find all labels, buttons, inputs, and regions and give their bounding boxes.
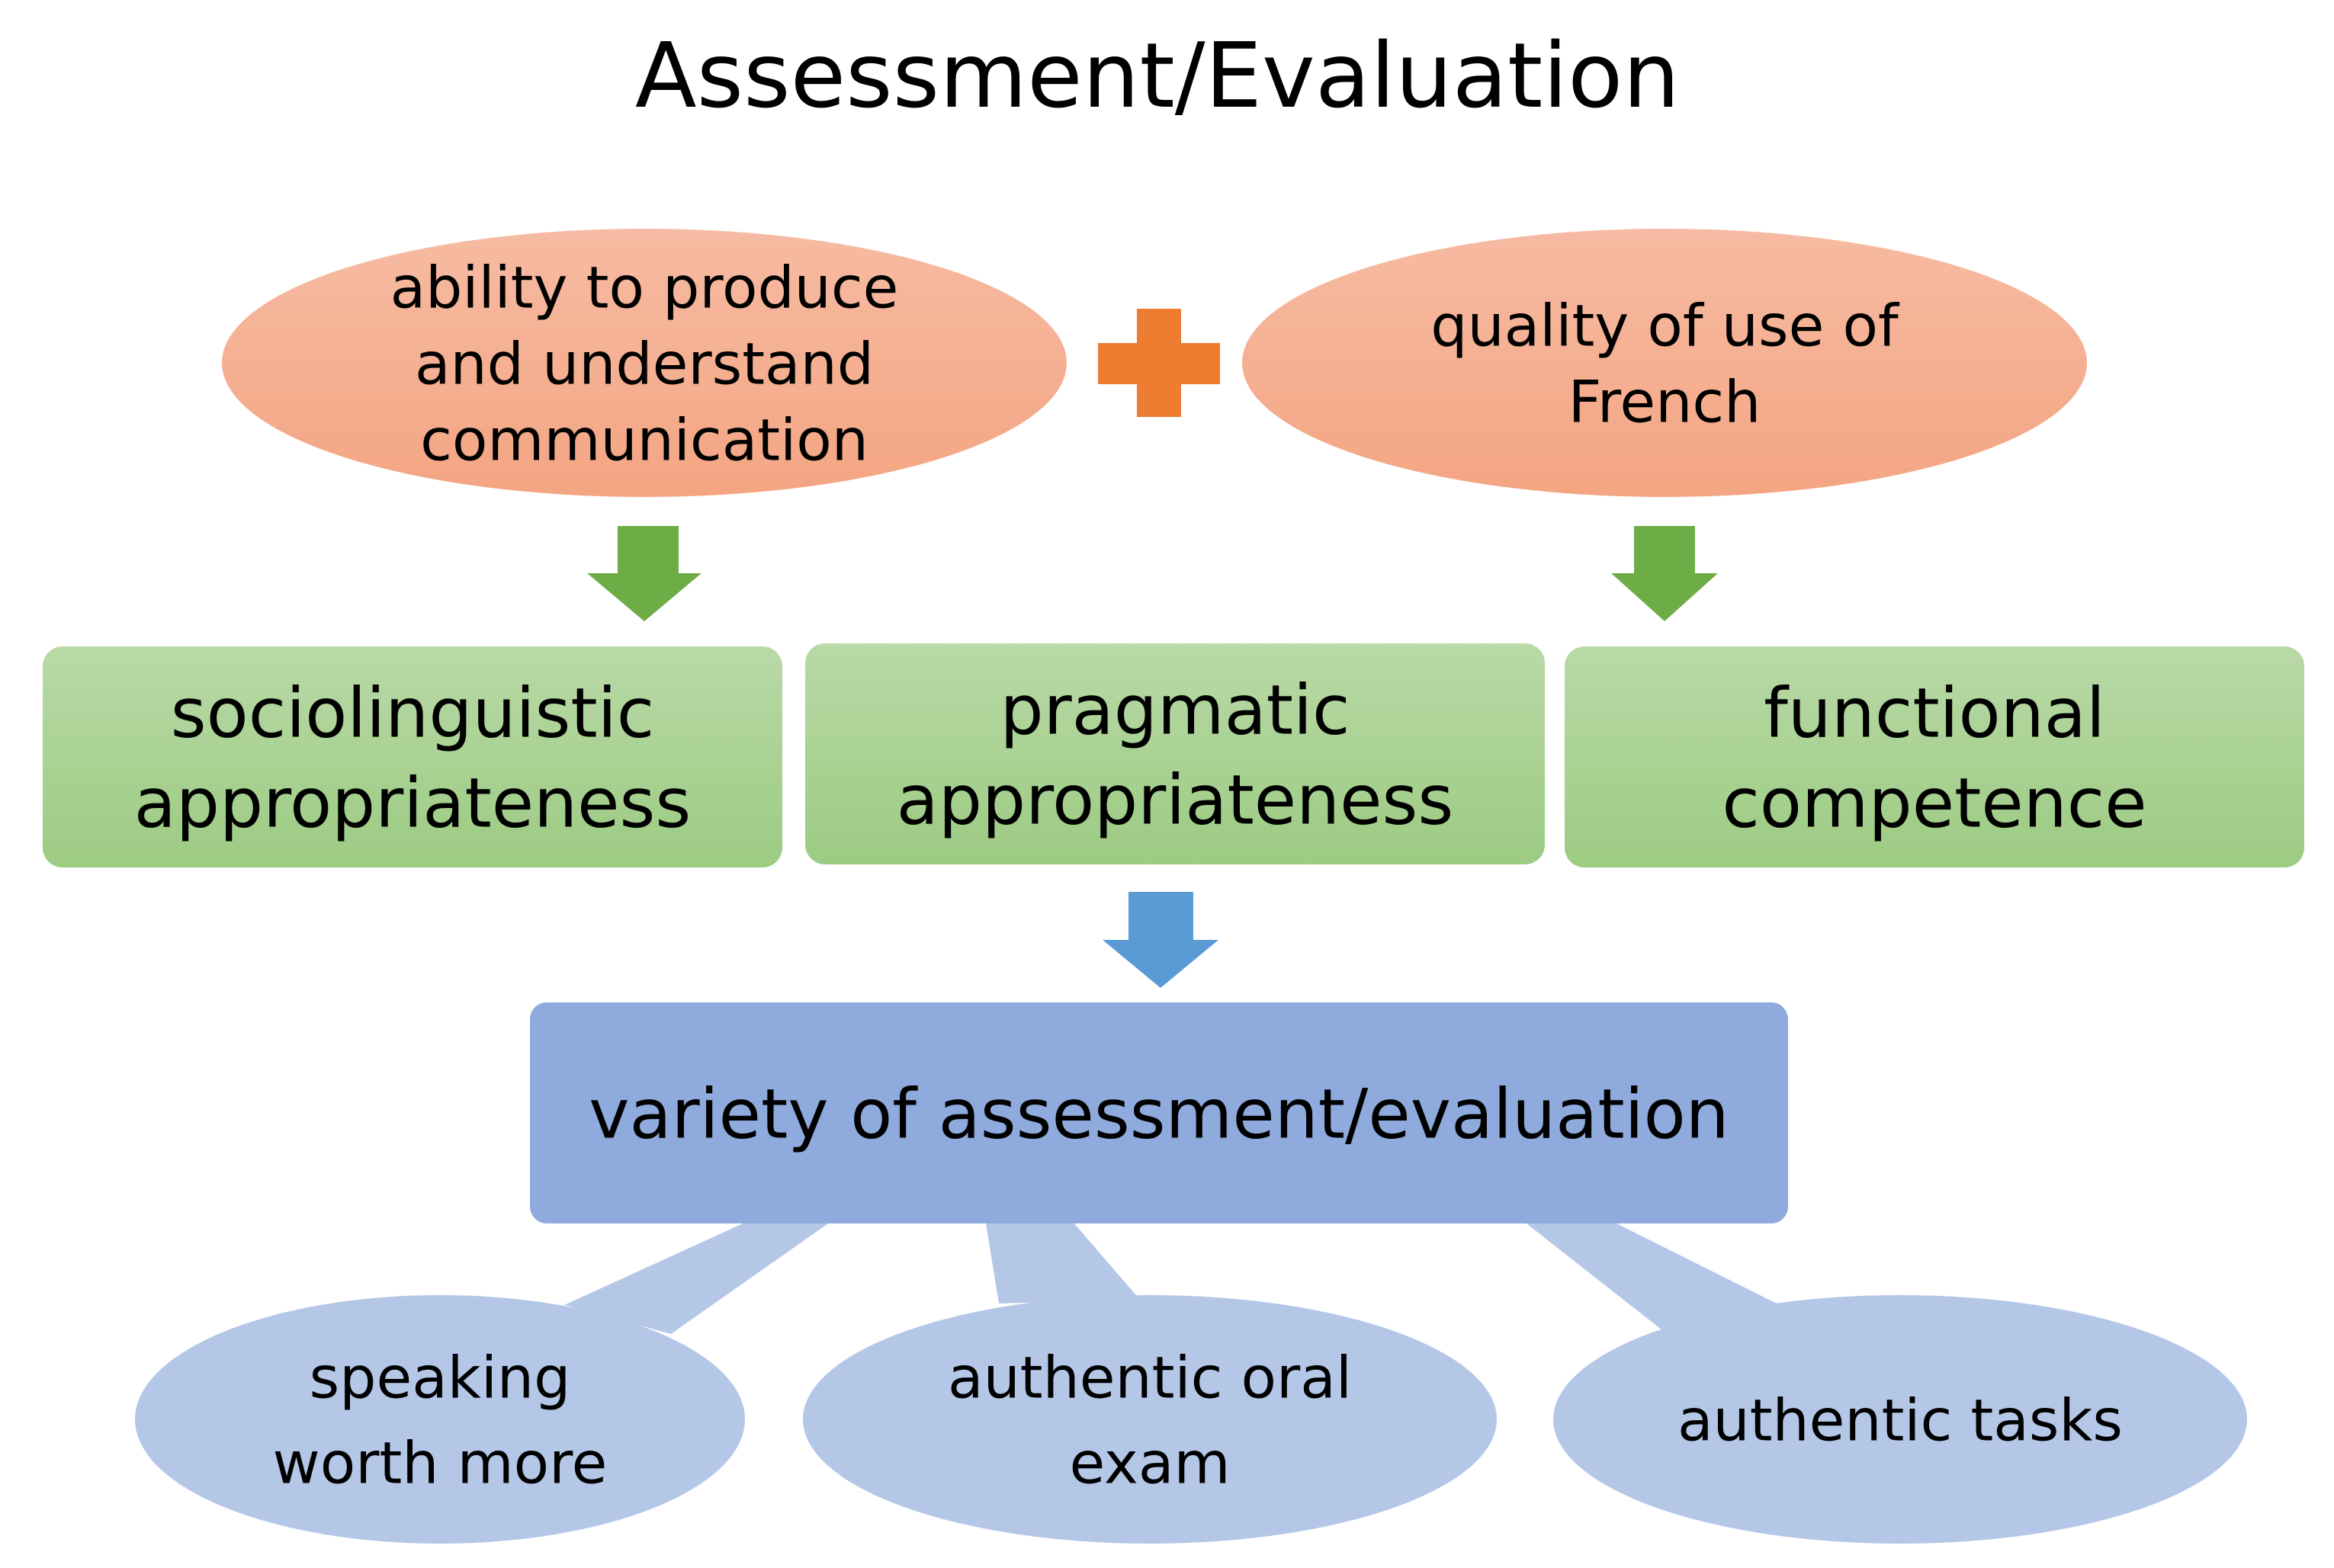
input-label-french: quality of use of French xyxy=(1430,291,1900,435)
input-label-french-line-2: French xyxy=(1568,367,1761,435)
input-ellipse-communication xyxy=(222,229,1067,497)
input-label-communication-line-2: and understand xyxy=(415,329,874,397)
method-label-tasks: authentic tasks xyxy=(1677,1386,2123,1454)
diagram-title: Assessment/Evaluation xyxy=(635,23,1680,128)
competency-label-pragmatic-line-1: pragmatic xyxy=(1000,670,1350,750)
competency-label-pragmatic: pragmatic appropriateness xyxy=(897,670,1454,840)
input-ellipse-french xyxy=(1242,229,2087,497)
down-arrow-icon-center xyxy=(1103,892,1218,988)
down-arrow-icon-left xyxy=(587,526,701,621)
competency-label-functional-line-1: functional xyxy=(1764,673,2105,753)
competency-label-sociolinguistic-line-2: appropriateness xyxy=(134,763,692,843)
method-label-speaking-line-1: speaking xyxy=(310,1343,571,1411)
result-label-line-1: variety of assessment/evaluation xyxy=(589,1074,1729,1154)
input-label-communication-line-1: ability to produce xyxy=(390,253,899,321)
method-ellipse-speaking xyxy=(135,1295,745,1544)
method-label-speaking-line-2: worth more xyxy=(273,1429,608,1496)
input-label-communication: ability to produce and understand communic… xyxy=(390,253,899,473)
result-label: variety of assessment/evaluation xyxy=(589,1074,1729,1154)
competency-box-sociolinguistic xyxy=(43,646,782,867)
plus-icon-horizontal xyxy=(1098,343,1220,384)
result-box xyxy=(530,1002,1788,1223)
down-arrow-icon-right xyxy=(1611,526,1718,621)
competency-label-functional: functional competence xyxy=(1722,673,2146,843)
method-label-oral-exam-line-1: authentic oral xyxy=(948,1343,1352,1411)
competency-box-functional xyxy=(1565,646,2304,867)
input-label-communication-line-3: communication xyxy=(420,406,868,473)
plus-icon xyxy=(1098,309,1220,417)
method-label-speaking: speaking worth more xyxy=(273,1343,608,1496)
method-label-oral-exam: authentic oral exam xyxy=(948,1343,1352,1496)
competency-label-sociolinguistic: sociolinguistic appropriateness xyxy=(134,673,692,843)
competency-label-functional-line-2: competence xyxy=(1722,763,2146,843)
competency-label-sociolinguistic-line-1: sociolinguistic xyxy=(171,673,654,753)
method-ellipse-tasks xyxy=(1553,1295,2247,1544)
input-label-french-line-1: quality of use of xyxy=(1430,291,1900,359)
method-ellipse-oral-exam xyxy=(803,1295,1497,1544)
method-label-tasks-line-1: authentic tasks xyxy=(1677,1386,2123,1454)
competency-box-pragmatic xyxy=(805,643,1545,864)
method-label-oral-exam-line-2: exam xyxy=(1069,1429,1230,1496)
competency-label-pragmatic-line-2: appropriateness xyxy=(897,760,1454,840)
